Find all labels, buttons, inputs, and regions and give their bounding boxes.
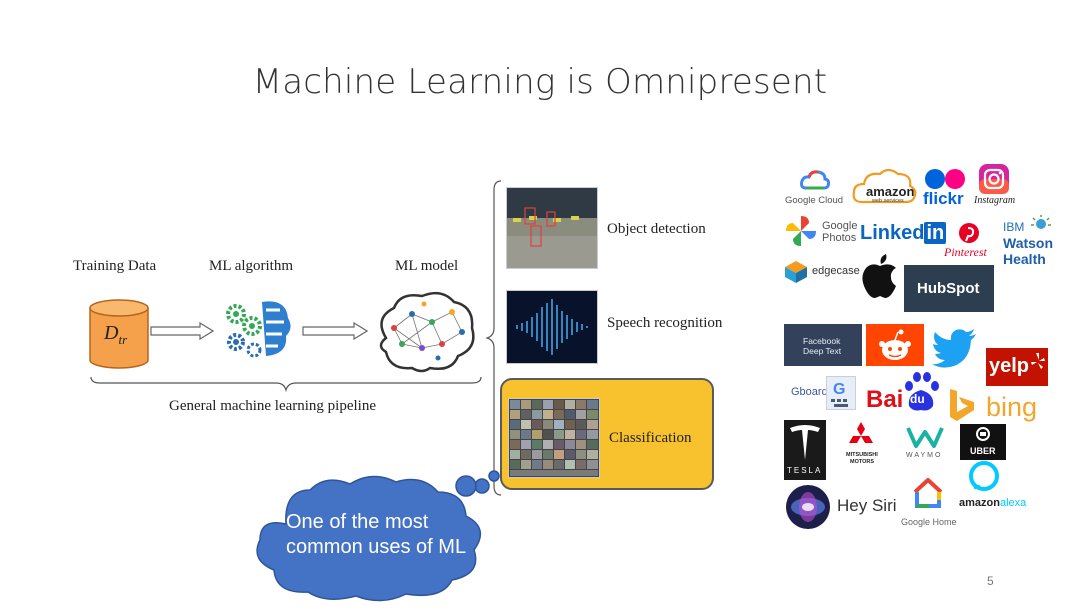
pipeline-brace xyxy=(90,376,482,397)
pinterest-logo xyxy=(958,222,980,249)
classification-image-grid xyxy=(508,398,600,478)
gear-brain-icon xyxy=(222,296,294,360)
baidu-paw-icon xyxy=(903,372,939,417)
hey-siri-text: Hey Siri xyxy=(837,496,897,515)
svg-text:G: G xyxy=(833,381,845,398)
amazon-alexa-text: amazonalexa xyxy=(959,497,1026,509)
instagram-text: Instagram xyxy=(974,195,1016,206)
google-photos-text-1: Google xyxy=(822,220,858,232)
edgecase-logo xyxy=(784,260,808,289)
reddit-logo xyxy=(866,324,924,366)
tesla-logo xyxy=(784,420,826,480)
google-cloud-text: Google Cloud xyxy=(785,195,844,206)
ml-algorithm-label: ML algorithm xyxy=(209,258,294,274)
twitter-bird-logo xyxy=(932,328,978,373)
dataset-symbol: D xyxy=(104,322,119,344)
bing-text: bing xyxy=(986,392,1038,422)
slide-title: Machine Learning is Omnipresent xyxy=(252,62,828,102)
mitsubishi-motors-text: MOTORS xyxy=(850,459,875,465)
gboard-key-icon: G xyxy=(826,376,856,410)
flickr-logo xyxy=(924,168,966,195)
thought-cloud-callout xyxy=(246,456,506,606)
hubspot-logo xyxy=(904,265,994,312)
google-photos-logo xyxy=(785,214,817,253)
object-detection-image xyxy=(506,187,598,269)
tesla-text: TESLA xyxy=(787,466,823,475)
dataset-label: Dtr xyxy=(104,322,127,348)
edgecase-text: edgecase xyxy=(812,265,860,277)
object-detection-label: Object detection xyxy=(607,221,706,237)
google-home-icon xyxy=(911,476,945,515)
bing-logo xyxy=(948,388,976,427)
callout-text-line-2: common uses of ML xyxy=(286,536,467,558)
flickr-text: flickr xyxy=(923,189,964,208)
alexa-ring-icon xyxy=(967,460,1001,499)
watson-text: Watson xyxy=(1003,235,1054,251)
page-number: 5 xyxy=(987,574,994,588)
uber-text: UBER xyxy=(970,446,996,456)
mitsubishi-text: MITSUBISHI xyxy=(846,452,878,458)
database-icon xyxy=(88,298,150,370)
yelp-burst-icon xyxy=(1030,352,1046,375)
waymo-text: WAYMO xyxy=(906,452,943,459)
tasks-brace xyxy=(484,180,502,501)
waymo-logo xyxy=(906,426,944,453)
amazon-subtext: web services xyxy=(872,198,904,204)
classification-label: Classification xyxy=(609,430,692,446)
alexa-amazon-text: amazon xyxy=(959,497,1000,509)
callout-text-line-1: One of the most xyxy=(286,511,429,533)
amazon-web-services-logo xyxy=(852,166,918,208)
speech-recognition-label: Speech recognition xyxy=(607,315,723,331)
google-home-text: Google Home xyxy=(901,517,957,527)
google-photos-text-2: Photos xyxy=(822,232,857,244)
facebook-deep-text-logo xyxy=(784,324,862,366)
pinterest-text: Pinterest xyxy=(944,245,987,259)
google-cloud-logo xyxy=(800,170,831,197)
mitsubishi-diamonds-icon xyxy=(845,422,877,457)
speech-waveform-image xyxy=(506,290,598,364)
instagram-logo xyxy=(975,163,1011,200)
ibm-text: IBM xyxy=(1003,220,1025,234)
linkedin-text: Linked xyxy=(860,222,925,244)
health-text: Health xyxy=(1003,251,1046,267)
linkedin-in-badge: in xyxy=(924,222,947,244)
uber-logo xyxy=(960,424,1006,460)
apple-logo xyxy=(860,252,900,305)
training-data-label: Training Data xyxy=(73,258,157,274)
brain-network-icon xyxy=(372,288,478,374)
arrow-right-icon xyxy=(302,321,369,345)
hubspot-text: HubSpot xyxy=(917,280,980,297)
dataset-subscript: tr xyxy=(118,332,128,347)
pipeline-caption: General machine learning pipeline xyxy=(169,398,376,414)
siri-orb-icon xyxy=(785,484,831,535)
gboard-text: Gboard xyxy=(791,386,828,398)
yelp-text: yelp xyxy=(989,355,1030,377)
watson-icon xyxy=(1030,214,1052,239)
baidu-du-text: du xyxy=(910,392,925,406)
alexa-text: alexa xyxy=(999,497,1027,509)
deep-text-text: Deep Text xyxy=(803,346,842,356)
baidu-text: Bai xyxy=(866,386,904,413)
amazon-text: amazon xyxy=(866,184,915,199)
ml-model-label: ML model xyxy=(395,258,459,274)
facebook-text: Facebook xyxy=(803,336,841,346)
arrow-right-icon xyxy=(150,321,215,345)
